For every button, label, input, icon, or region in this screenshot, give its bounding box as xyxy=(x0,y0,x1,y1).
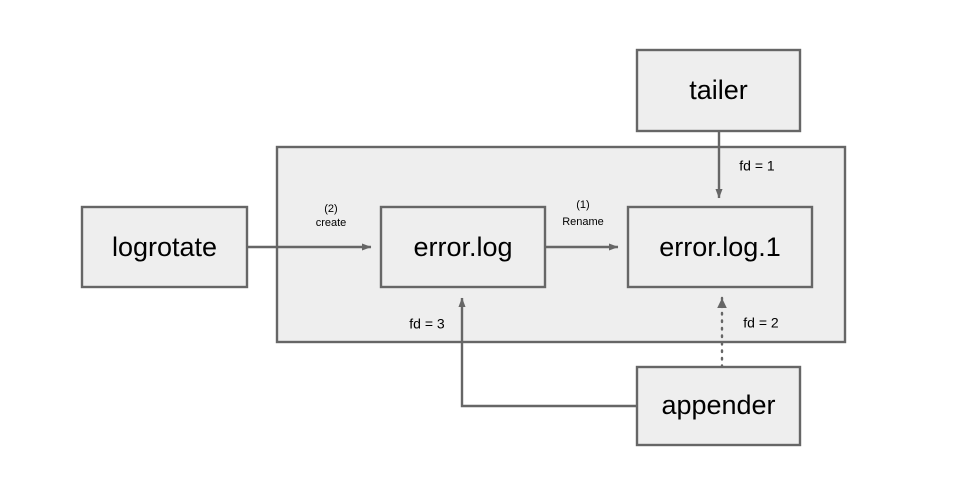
appender-fd3-edge-path xyxy=(458,297,637,408)
appender-fd3-edge-label: fd = 3 xyxy=(409,316,445,332)
error-log-1-label: error.log.1 xyxy=(659,232,781,262)
error-log-label: error.log xyxy=(413,232,512,262)
appender-box[interactable] xyxy=(635,365,802,447)
rename-edge-label-action: Rename xyxy=(562,216,604,228)
tailer-fd1-edge-label: fd = 1 xyxy=(739,158,775,174)
edge-appender-fd2 xyxy=(717,296,727,369)
logrotate-label: logrotate xyxy=(112,232,217,262)
create-edge-label-action: create xyxy=(316,217,347,229)
tailer-box[interactable] xyxy=(635,48,802,133)
node-tailer[interactable]: tailer xyxy=(635,48,802,133)
node-logrotate[interactable]: logrotate xyxy=(80,205,249,289)
create-edge-label-step: (2) xyxy=(324,203,337,215)
node-error-log-1[interactable]: error.log.1 xyxy=(626,205,814,289)
error-log-1-box[interactable] xyxy=(626,205,814,289)
tailer-label: tailer xyxy=(689,75,748,105)
appender-fd2-edge-label: fd = 2 xyxy=(743,315,779,331)
node-appender[interactable]: appender xyxy=(635,365,802,447)
appender-label: appender xyxy=(661,390,775,420)
node-error-log[interactable]: error.log xyxy=(379,205,547,289)
error-log-box[interactable] xyxy=(379,205,547,289)
logrotate-box[interactable] xyxy=(80,205,249,289)
edge-appender-fd3 xyxy=(458,297,637,408)
appender-fd2-arrowhead xyxy=(717,298,727,308)
rename-edge-label-step: (1) xyxy=(576,199,589,211)
